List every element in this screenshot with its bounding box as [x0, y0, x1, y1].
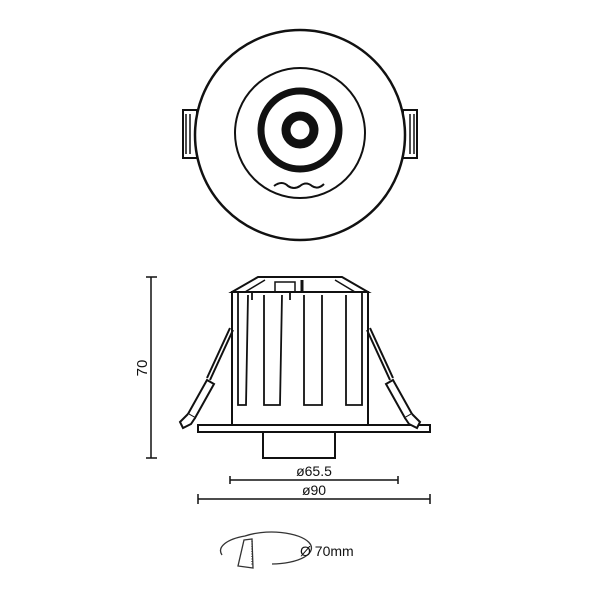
side-view — [178, 276, 431, 459]
inner-diameter-label: ø65.5 — [296, 463, 332, 479]
left-spring — [178, 327, 234, 430]
cutout-label: Ø 70mm — [300, 543, 354, 559]
right-spring — [366, 327, 422, 430]
flange — [197, 424, 431, 433]
height-dimension-label: 70 — [134, 360, 151, 377]
lens-ring — [257, 87, 343, 173]
cutout-icon — [219, 531, 313, 569]
top-view — [182, 28, 418, 242]
lens-cylinder — [262, 431, 336, 459]
driver-top — [228, 276, 372, 293]
led-center — [281, 111, 319, 149]
tilt-mark — [273, 182, 325, 189]
inner-bezel — [234, 67, 366, 199]
dimension-lines — [146, 276, 431, 504]
heatsink-fins — [237, 292, 363, 406]
outer-diameter-label: ø90 — [302, 482, 326, 498]
